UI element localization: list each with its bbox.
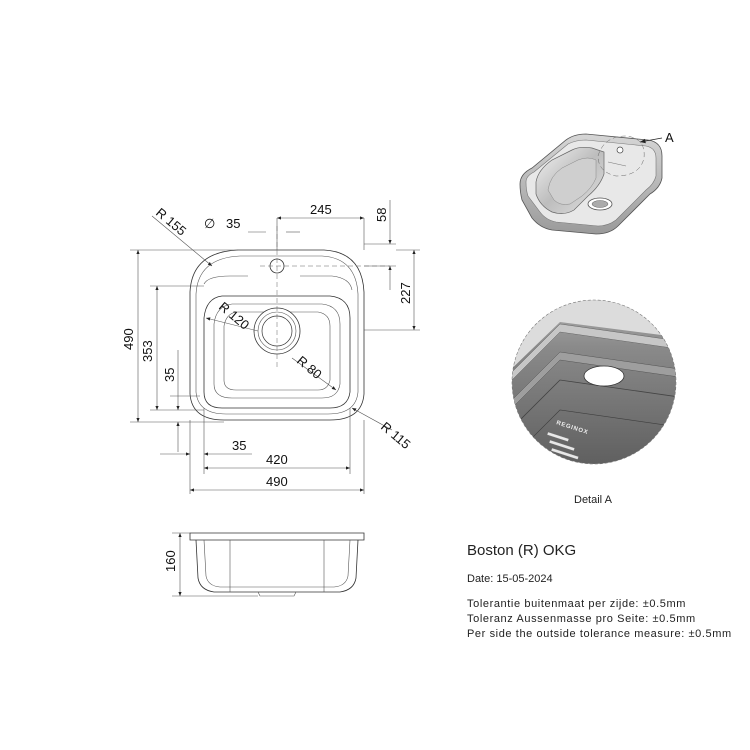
- dim-bowl-corner-radius: R 115: [378, 419, 413, 452]
- dim-hole-diameter-symbol: ∅: [204, 216, 215, 231]
- bowl-floor: [223, 311, 331, 391]
- bowl-outline: [203, 295, 351, 409]
- dim-hole-offset-x: 245: [310, 202, 332, 217]
- sink-outer-outline: [189, 249, 365, 421]
- drawing-date: Date: 15-05-2024: [467, 573, 553, 585]
- sink-shelf: [203, 275, 353, 291]
- tap-hole-3d: [616, 146, 624, 154]
- dim-margin-side-h: 35: [232, 438, 246, 453]
- dim-depth: 160: [163, 550, 178, 572]
- dim-overall-height: 490: [121, 328, 136, 350]
- detail-tap-hole: [583, 365, 625, 387]
- tolerance-de: Toleranz Aussenmasse pro Seite: ±0.5mm: [467, 613, 696, 625]
- dim-overall-width: 490: [266, 474, 288, 489]
- sink-flange-line: [195, 255, 359, 415]
- detail-a-view: [511, 299, 677, 465]
- detail-caption: Detail A: [574, 494, 612, 506]
- tolerance-en: Per side the outside tolerance measure: …: [467, 628, 732, 640]
- dim-margin-side-v: 35: [162, 368, 177, 382]
- plan-view: [189, 226, 390, 421]
- dim-bowl-height: 353: [140, 340, 155, 362]
- sink-3d-view: [519, 133, 663, 235]
- dim-bowl-width: 420: [266, 452, 288, 467]
- product-title: Boston (R) OKG: [467, 542, 577, 559]
- bowl-bottom: [213, 303, 341, 399]
- dim-bowl-bottom-radius: R 80: [294, 353, 325, 382]
- dim-hole-diameter: 35: [226, 216, 240, 231]
- side-view: [172, 532, 365, 597]
- dim-bowl-offset-top: 227: [398, 282, 413, 304]
- dimension-lines: [130, 200, 420, 494]
- dim-hole-offset-y: 58: [374, 208, 389, 222]
- callout-label: A: [665, 130, 674, 145]
- tolerance-nl: Tolerantie buitenmaat per zijde: ±0.5mm: [467, 598, 686, 610]
